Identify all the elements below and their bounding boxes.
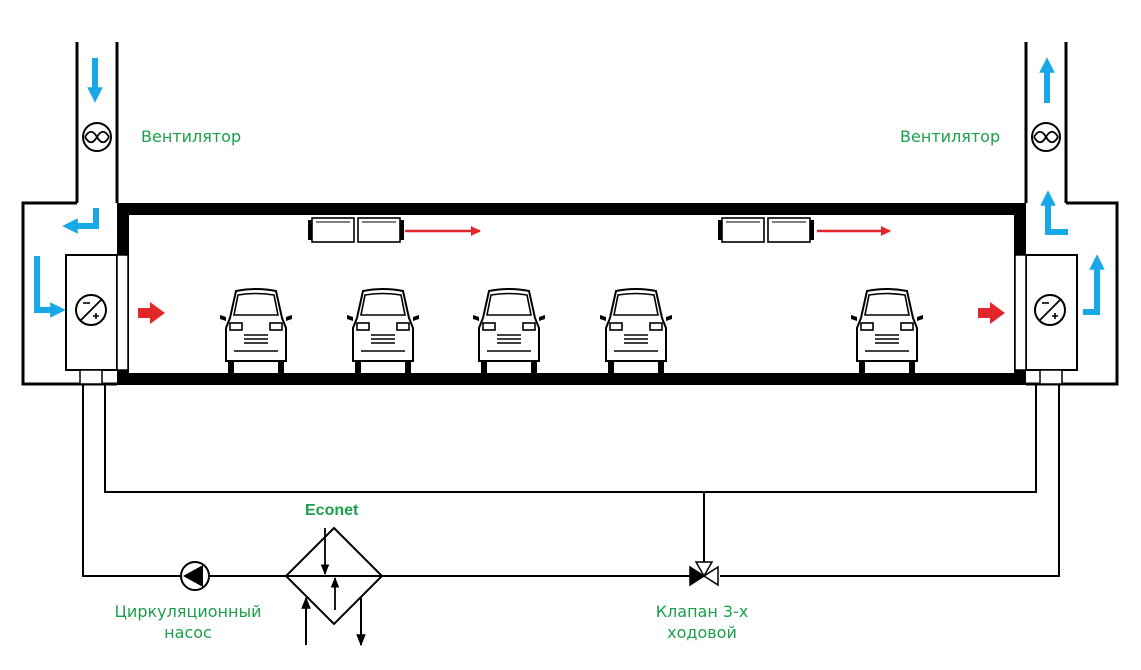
exhaust-air-arrow-icon xyxy=(1083,254,1105,315)
car-icon xyxy=(850,288,924,374)
right-duct-box xyxy=(1026,201,1119,386)
heat-exchanger-icon xyxy=(65,254,129,385)
fan-label-right: Вентилятор xyxy=(900,127,1001,146)
fan-icon xyxy=(1031,122,1061,152)
valve-label-line2: ходовой xyxy=(667,623,737,642)
car-icon xyxy=(472,288,546,374)
pump-label-line1: Циркуляционный xyxy=(114,602,262,621)
econet-label: Econet xyxy=(305,502,359,519)
exhaust-air-arrow-icon xyxy=(1040,190,1068,235)
three-way-valve-icon xyxy=(689,561,719,587)
car-icon xyxy=(599,288,673,374)
circulation-pump-icon xyxy=(180,561,210,591)
supply-air-arrow-icon xyxy=(34,256,66,318)
ceiling-unit-icon xyxy=(307,217,405,243)
room-floor xyxy=(117,373,1026,385)
econet-exchanger-icon xyxy=(284,526,384,647)
fan-icon xyxy=(82,122,112,152)
supply-air-arrow-icon xyxy=(62,208,99,234)
piping xyxy=(82,384,1060,577)
heat-flow-arrow-icon xyxy=(978,302,1005,324)
car-icon xyxy=(219,288,293,374)
fan-label-left: Вентилятор xyxy=(141,127,242,146)
car-icon xyxy=(346,288,420,374)
heat-exchanger-icon xyxy=(1014,254,1078,385)
valve-label-line1: Клапан 3-х xyxy=(655,602,749,621)
room-ceiling xyxy=(117,203,1026,215)
ceiling-unit-icon xyxy=(717,217,815,243)
heat-flow-arrow-icon xyxy=(138,302,165,324)
left-duct-box xyxy=(21,201,117,386)
pump-label-line2: насос xyxy=(164,623,212,642)
